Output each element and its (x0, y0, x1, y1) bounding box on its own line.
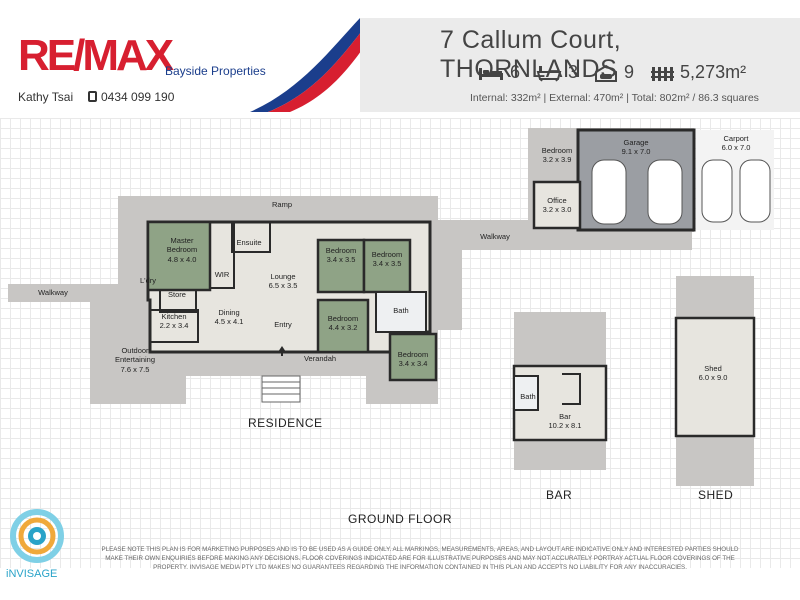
bedroom-d-room (388, 332, 438, 382)
room-ramp: Ramp (271, 200, 292, 209)
bed-icon (479, 67, 503, 80)
room-bar-bath: Bath (520, 392, 536, 401)
office-name: Bayside Properties (165, 64, 266, 78)
agent-phone: 0434 099 190 (88, 90, 174, 104)
bath-icon (536, 65, 562, 81)
section-bar: BAR (546, 488, 573, 502)
property-address: 7 Callum Court, THORNLANDS (440, 26, 622, 83)
room-laundry: L'dry (139, 276, 157, 285)
agent-name: Kathy Tsai (18, 90, 74, 104)
shed-building (674, 276, 756, 486)
interior-walls (148, 221, 427, 343)
remax-logo: RE/MAX (18, 31, 174, 80)
property-stats: 6 3 9 5,273m² (478, 62, 746, 83)
bathroom-count: 3 (568, 62, 579, 82)
stairs-icon (261, 375, 301, 403)
invisage-brand: iNVISAGE (6, 568, 58, 580)
room-wir: WIR (214, 270, 230, 279)
room-store: Store (168, 290, 186, 299)
header-swoosh (250, 18, 384, 112)
car-icon (595, 64, 618, 82)
bedroom-c-room (316, 298, 370, 354)
room-walkway-right: Walkway (480, 232, 510, 241)
section-shed: SHED (698, 488, 734, 502)
bathroom-stat: 3 (536, 62, 578, 83)
bar-building (512, 312, 608, 470)
land-size: 5,273m² (680, 62, 747, 82)
phone-icon (88, 91, 97, 102)
floor-title: GROUND FLOOR (348, 512, 453, 526)
room-bath-main: Bath (393, 306, 409, 315)
bedroom-stat: 6 (478, 62, 520, 83)
disclaimer: PLEASE NOTE THIS PLAN IS FOR MARKETING P… (101, 546, 739, 571)
car-count: 9 (624, 62, 635, 82)
header: RE/MAX Bayside Properties Kathy Tsai 043… (0, 0, 800, 115)
room-ensuite: Ensuite (236, 238, 262, 247)
room-entry: Entry (274, 320, 292, 329)
land-stat: 5,273m² (650, 62, 746, 83)
agent-phone-number: 0434 099 190 (101, 90, 175, 104)
car-stat: 9 (594, 62, 634, 83)
bedroom-a-room (316, 238, 366, 294)
room-verandah: Verandah (303, 354, 337, 363)
section-residence: RESIDENCE (248, 416, 323, 430)
title-banner (360, 18, 800, 112)
bedroom-count: 6 (510, 62, 521, 82)
area-summary: Internal: 332m² | External: 470m² | Tota… (470, 92, 759, 104)
fence-icon (651, 66, 675, 81)
entry-arrow-icon (278, 346, 286, 356)
room-walkway-left: Walkway (38, 288, 68, 297)
